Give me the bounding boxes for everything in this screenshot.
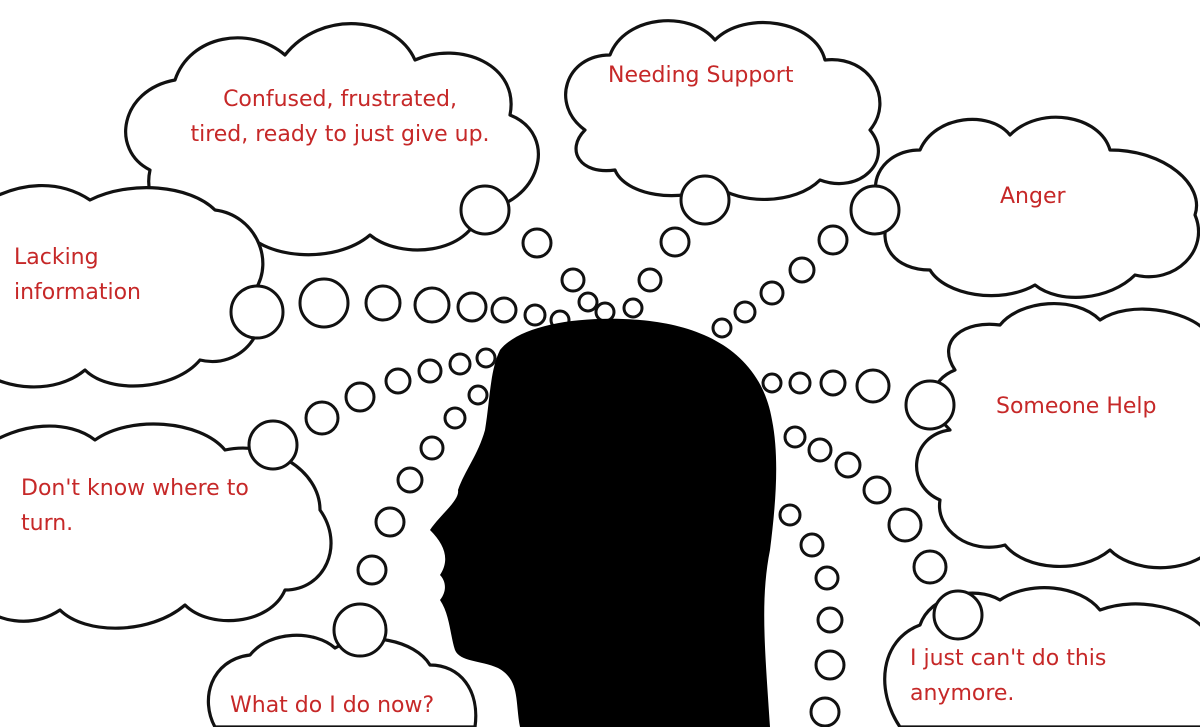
cloud-dont-know [0, 422, 333, 630]
cloud-someone-help [915, 302, 1200, 570]
thought-someone-help: Someone Help [996, 394, 1157, 419]
bubble-trails [229, 174, 984, 727]
thought-what-now: What do I do now? [230, 693, 435, 718]
thought-confused: Confused, frustrated, tired, ready to ju… [190, 87, 490, 147]
cloud-anger [873, 115, 1200, 299]
cloud-confused [124, 22, 540, 257]
thought-needing-support: Needing Support [608, 63, 794, 88]
cloud-what-now [206, 633, 478, 727]
head-silhouette [430, 318, 777, 727]
thought-dont-know: Don't know where to turn. [21, 476, 249, 536]
thought-anger: Anger [1000, 184, 1066, 209]
thought-cant-do: I just can't do this anymore. [910, 646, 1107, 706]
thought-lacking-information: Lacking information [14, 245, 141, 305]
cloud-needing-support [564, 19, 882, 201]
